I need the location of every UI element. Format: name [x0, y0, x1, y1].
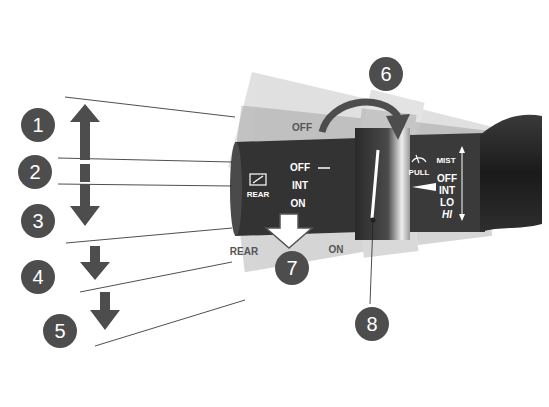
- pull-arrow: [266, 214, 312, 248]
- switch-position: INT: [292, 181, 308, 191]
- leader-dot: [371, 218, 376, 223]
- ghost-switch-position: OFF: [292, 123, 312, 133]
- leader-lines: [58, 97, 373, 346]
- switch-position: MIST: [436, 157, 455, 165]
- callout-number: 1: [21, 108, 55, 142]
- switch-label: PULL: [409, 169, 430, 177]
- callout-number: 3: [21, 204, 55, 238]
- rotate-arrow-head: [386, 114, 410, 140]
- motion-arrows: [70, 104, 120, 330]
- callout-number: 6: [369, 57, 403, 91]
- switch-position: HI: [442, 210, 452, 220]
- ghost-switch-position: ON: [329, 245, 344, 255]
- switch-position: INT: [439, 186, 455, 196]
- callout-number: 4: [21, 260, 55, 294]
- callout-number: 5: [43, 314, 77, 348]
- switch-label: REAR: [247, 191, 270, 199]
- main-stalk: [230, 115, 542, 240]
- switch-position: LO: [440, 198, 454, 208]
- callout-number: 8: [355, 307, 389, 341]
- switch-position: ON: [291, 199, 306, 209]
- callout-number: 7: [275, 251, 309, 285]
- switch-position: OFF: [290, 163, 310, 173]
- ghost-switch-label: REAR: [230, 247, 258, 257]
- switch-position: OFF: [437, 174, 457, 184]
- callout-number: 2: [18, 155, 52, 189]
